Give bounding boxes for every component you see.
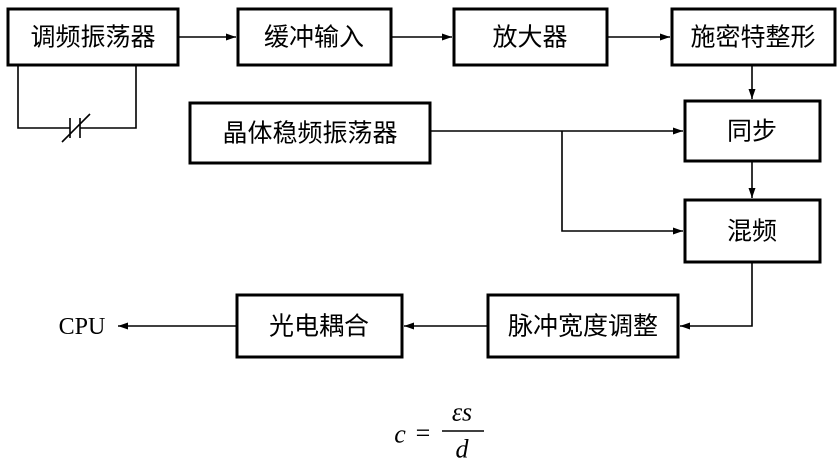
tuned-oscillator-label: 调频振荡器: [30, 23, 155, 52]
variable-capacitor-icon: [61, 113, 91, 143]
optocoupler-label: 光电耦合: [269, 312, 369, 341]
mixer-label: 混频: [727, 217, 777, 246]
sync-block: 同步: [683, 99, 822, 163]
formula-lhs: c: [394, 420, 406, 449]
cpu-label: CPU: [59, 314, 106, 340]
arrow-mixer-to-pulse-width: [680, 262, 753, 330]
capacitance-formula: c = εs d: [394, 398, 484, 459]
pulse-width-label: 脉冲宽度调整: [508, 312, 658, 341]
schmitt-trigger-label: 施密特整形: [690, 23, 815, 52]
formula-equals: =: [416, 419, 431, 448]
formula-denominator: d: [456, 435, 470, 459]
sync-label: 同步: [727, 117, 777, 146]
schmitt-trigger-block: 施密特整形: [670, 7, 837, 67]
optocoupler-block: 光电耦合: [235, 293, 404, 359]
crystal-oscillator-label: 晶体稳频振荡器: [222, 119, 397, 148]
amplifier-block: 放大器: [452, 7, 609, 67]
amplifier-label: 放大器: [492, 23, 567, 52]
buffer-input-block: 缓冲输入: [236, 7, 393, 67]
buffer-input-label: 缓冲输入: [264, 23, 364, 52]
formula-numerator: εs: [452, 398, 472, 427]
pulse-width-block: 脉冲宽度调整: [486, 293, 680, 359]
mixer-block: 混频: [683, 198, 822, 264]
variable-capacitor-loop: [17, 65, 137, 143]
crystal-oscillator-block: 晶体稳频振荡器: [188, 101, 432, 165]
tuned-oscillator-block: 调频振荡器: [6, 7, 180, 67]
arrow-crystal-to-mixer: [561, 131, 683, 235]
